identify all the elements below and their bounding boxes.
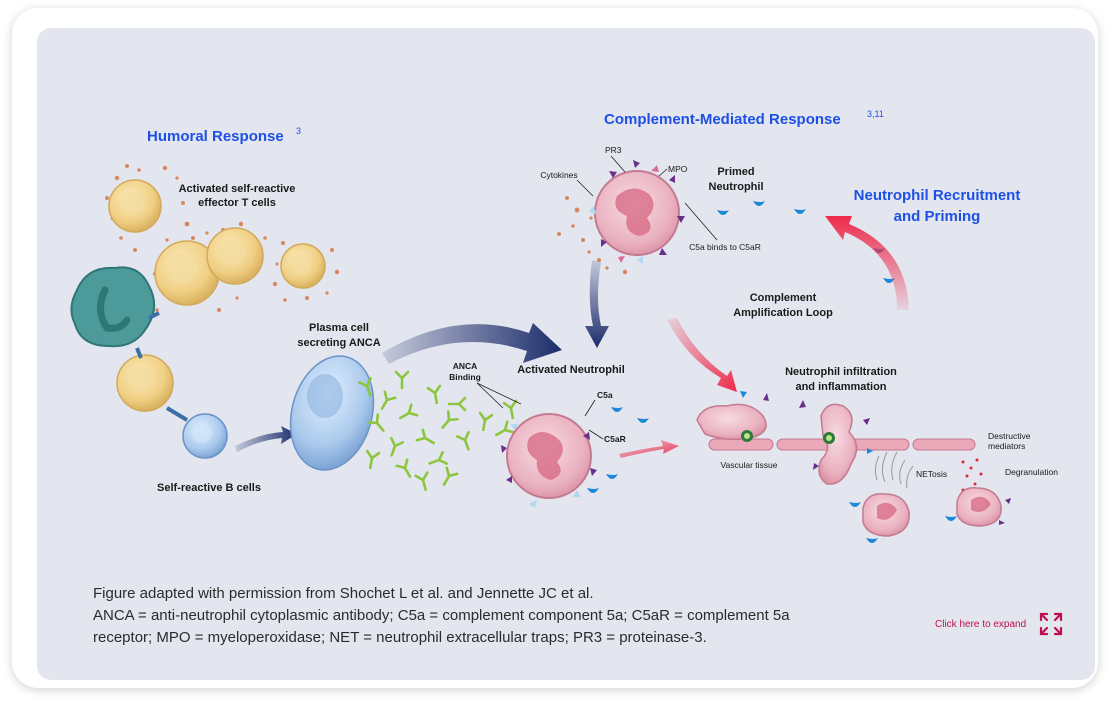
infiltration-label-2: and inflammation (795, 381, 886, 393)
anca-antibodies (358, 370, 520, 493)
c5a-binds-label: C5a binds to C5aR (689, 242, 761, 252)
figure-panel: Humoral Response 3 Complement-Mediated R… (37, 28, 1095, 680)
complement-ref: 3,11 (867, 109, 884, 119)
caption-line-1: Figure adapted with permission from Shoc… (93, 585, 594, 602)
humoral-ref: 3 (296, 126, 301, 136)
neutrophil-to-tissue-arrow (619, 440, 679, 458)
c5ar-label: C5aR (604, 434, 626, 444)
cytokines-label: Cytokines (540, 170, 577, 180)
caption-line-3: receptor; MPO = myeloperoxidase; NET = n… (93, 629, 707, 646)
primed-neutrophil (589, 160, 685, 264)
b-to-plasma-arrow (235, 426, 297, 452)
figure-caption: Figure adapted with permission from Shoc… (93, 583, 893, 649)
amplification-arrow (667, 318, 737, 392)
t-cells (108, 179, 326, 412)
expand-arrows-icon[interactable] (1038, 611, 1064, 637)
pr3-label: PR3 (605, 145, 622, 155)
figure-card: Humoral Response 3 Complement-Mediated R… (12, 8, 1098, 688)
amplification-label-1: Complement (750, 292, 817, 304)
vascular-tissue (696, 391, 976, 485)
plasma-cell (289, 355, 375, 471)
humoral-title: Humoral Response (147, 128, 284, 145)
complement-title: Complement-Mediated Response (604, 111, 841, 128)
netosis-cell (862, 451, 914, 537)
plasma-to-neutrophil-arrow (382, 323, 562, 364)
anca-binding-label-1: ANCA (453, 361, 478, 371)
activated-neutrophil-label: Activated Neutrophil (517, 364, 625, 376)
plasma-label-1: Plasma cell (309, 322, 369, 334)
netosis-label: NETosis (916, 469, 947, 479)
recruitment-arrow (825, 216, 909, 310)
destructive-label-1: Destructive (988, 431, 1031, 441)
t-cells-label-2: effector T cells (198, 197, 276, 209)
b-cell (165, 406, 228, 459)
recruit-title-2: and Priming (894, 208, 981, 225)
infiltration-label-1: Neutrophil infiltration (785, 366, 897, 378)
recruit-title-1: Neutrophil Recruitment (854, 187, 1021, 204)
expand-button[interactable]: Click here to expand (935, 611, 1064, 637)
mpo-label: MPO (668, 164, 688, 174)
c5a-label: C5a (597, 390, 613, 400)
expand-label: Click here to expand (935, 618, 1027, 630)
b-cells-label: Self-reactive B cells (157, 482, 261, 494)
destructive-label-2: mediators (988, 441, 1025, 451)
antigen-presenting-cell (70, 266, 160, 359)
anca-pathogenesis-diagram: Humoral Response 3 Complement-Mediated R… (70, 109, 1058, 543)
plasma-label-2: secreting ANCA (297, 337, 380, 349)
degranulation-label: Degranulation (1005, 467, 1058, 477)
anca-binding-label-2: Binding (449, 372, 481, 382)
primed-to-activated-arrow (585, 260, 609, 348)
primed-label-2: Neutrophil (709, 181, 764, 193)
activated-neutrophil (501, 413, 597, 508)
vascular-label: Vascular tissue (720, 460, 777, 470)
caption-line-2: ANCA = anti-neutrophil cytoplasmic antib… (93, 607, 790, 624)
amplification-label-2: Amplification Loop (733, 307, 833, 319)
primed-label-1: Primed (717, 166, 754, 178)
degranulation-cell (956, 458, 1011, 527)
t-cells-label-1: Activated self-reactive (179, 183, 296, 195)
